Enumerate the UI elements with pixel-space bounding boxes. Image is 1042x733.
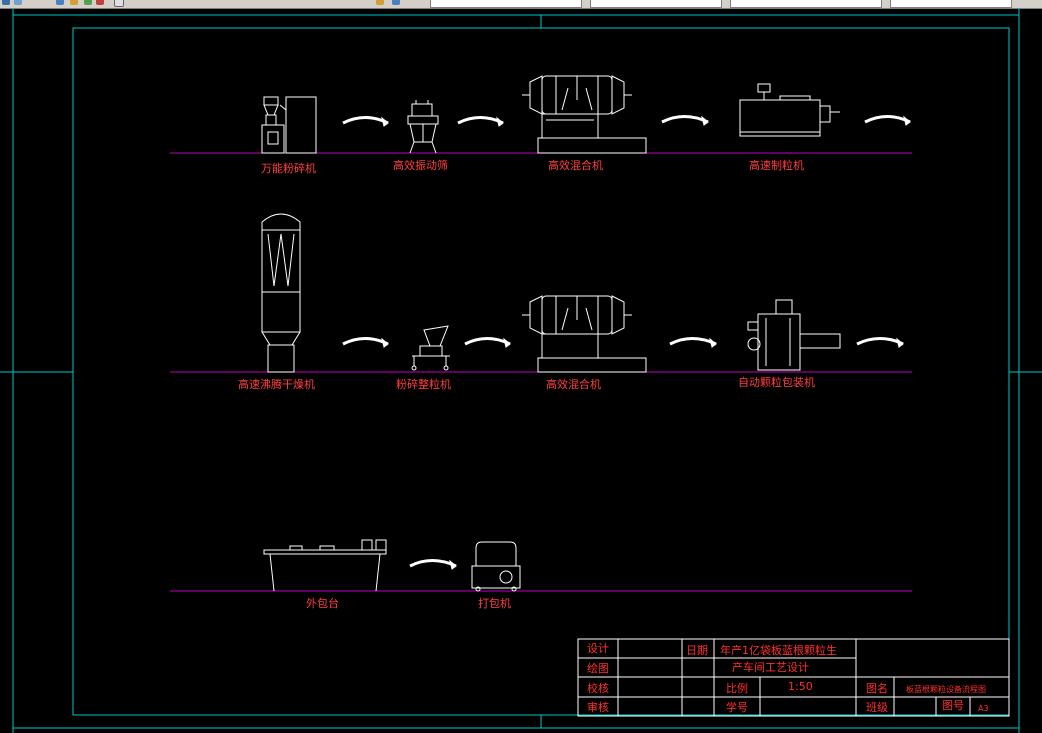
tb-title-line2: 产车间工艺设计 <box>732 660 809 674</box>
label-dryer: 高速沸腾干燥机 <box>238 377 315 391</box>
packing-table-icon <box>263 539 387 592</box>
label-packing-table: 外包台 <box>306 596 339 610</box>
cad-toolbar <box>0 0 1042 9</box>
tb-drawing: 绘图 <box>587 661 609 675</box>
label-sizer: 粉碎整粒机 <box>396 377 451 391</box>
layer-icon[interactable] <box>114 0 124 7</box>
tb-title-line1: 年产1亿袋板蓝根颗粒生 <box>720 643 837 657</box>
plotstyle-field[interactable] <box>730 0 882 8</box>
flow-arrow-icon <box>669 337 717 348</box>
tb-class-label: 班级 <box>866 701 888 714</box>
toolbar-icon[interactable] <box>392 0 400 5</box>
flow-arrow-icon <box>661 115 709 126</box>
label-vibrating-sieve: 高效振动筛 <box>393 158 448 172</box>
flow-arrow-icon <box>864 115 911 126</box>
title-block: 设计 绘图 校核 审核 日期 年产1亿袋板蓝根颗粒生 产车间工艺设计 比例 1:… <box>577 638 1010 717</box>
layer-icon[interactable] <box>56 0 64 5</box>
mixer-1-icon <box>522 75 647 154</box>
sheet-border <box>0 8 1042 733</box>
granulator-icon <box>739 83 840 137</box>
tb-scale-label: 比例 <box>726 681 748 695</box>
color-field[interactable] <box>890 0 1012 8</box>
tb-drawing-name-value: 板蓝根颗粒设备流程图 <box>906 684 986 694</box>
tb-drawing-no-value: A3 <box>978 704 989 713</box>
label-grinder: 万能粉碎机 <box>261 161 316 175</box>
equipment-labels: 万能粉碎机 高效振动筛 高效混合机 高速制粒机 高速沸腾干燥机 粉碎整粒机 高效… <box>238 158 815 610</box>
tb-student-no: 学号 <box>726 700 748 714</box>
toolbar-icon[interactable] <box>14 0 22 5</box>
layer-icon[interactable] <box>70 0 78 5</box>
toolbar-icon[interactable] <box>2 0 10 5</box>
sizer-icon <box>411 325 450 371</box>
flow-arrow-icon <box>409 559 457 570</box>
tb-drawing-name-label: 图名 <box>866 681 888 695</box>
tb-drawing-no-label: 图号 <box>942 699 964 712</box>
label-packager: 自动颗粒包装机 <box>738 375 815 389</box>
layer-icon[interactable] <box>96 0 104 5</box>
label-granulator: 高速制粒机 <box>749 158 804 172</box>
drawing-canvas[interactable]: 万能粉碎机 高效振动筛 高效混合机 高速制粒机 高速沸腾干燥机 粉碎整粒机 高效… <box>0 8 1042 733</box>
grinder-icon <box>261 96 317 154</box>
flow-arrows <box>342 115 911 570</box>
flow-arrow-icon <box>342 116 389 127</box>
dryer-icon <box>261 213 301 373</box>
linetype-field[interactable] <box>430 0 582 8</box>
strapping-machine-icon <box>471 541 521 592</box>
tb-design: 设计 <box>587 642 609 655</box>
layer-icon[interactable] <box>84 0 92 5</box>
flow-arrow-icon <box>342 337 389 348</box>
toolbar-icon[interactable] <box>376 0 384 5</box>
flow-arrow-icon <box>856 337 904 348</box>
lineweight-field[interactable] <box>590 0 722 8</box>
packager-icon <box>747 299 841 371</box>
vibrating-sieve-icon <box>407 100 439 154</box>
flow-arrow-icon <box>457 116 504 127</box>
label-mixer-1: 高效混合机 <box>548 158 603 172</box>
tb-scale-value: 1:50 <box>788 680 813 693</box>
tb-checking: 校核 <box>587 681 609 695</box>
mixer-2-icon <box>522 295 647 373</box>
flow-arrow-icon <box>464 337 511 348</box>
label-strapping-machine: 打包机 <box>478 596 511 610</box>
tb-review: 审核 <box>587 700 609 714</box>
label-mixer-2: 高效混合机 <box>546 377 601 391</box>
tb-date: 日期 <box>686 644 708 657</box>
